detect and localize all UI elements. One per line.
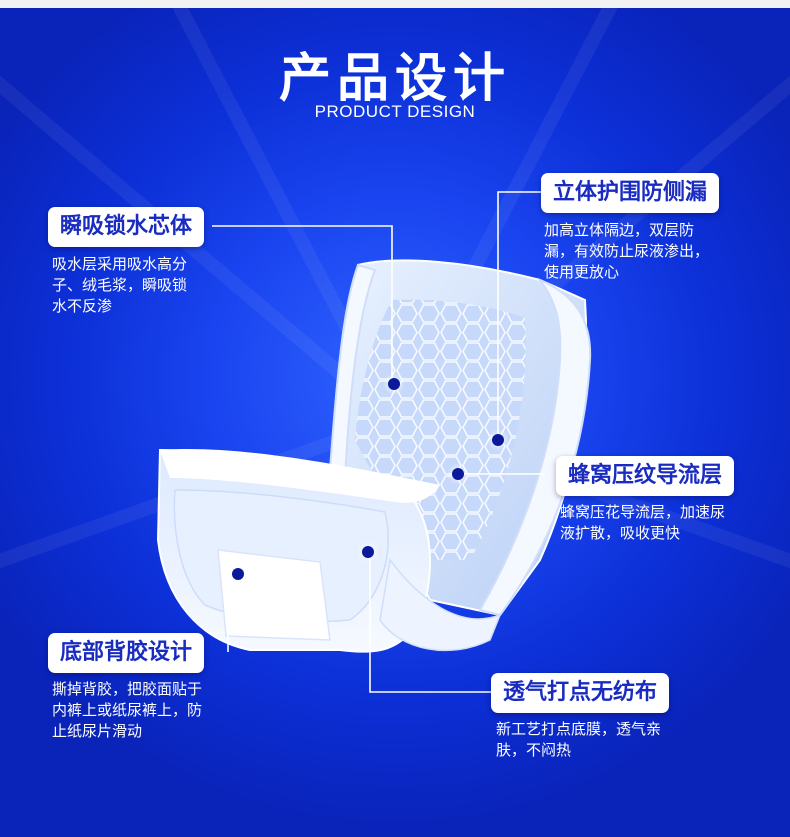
feature-label-side-guard: 立体护围防侧漏 — [541, 173, 720, 213]
page-subtitle: PRODUCT DESIGN — [314, 102, 476, 121]
top-strip — [0, 0, 790, 8]
feature-label-adhesive: 底部背胶设计 — [48, 633, 205, 673]
feature-desc-breathable: 新工艺打点底膜，透气亲 肤，不闷热 — [496, 720, 662, 759]
feature-label-honeycomb: 蜂窝压纹导流层 — [556, 456, 735, 496]
feature-desc-core: 吸水层采用吸水高分 子、绒毛浆，瞬吸锁 水不反渗 — [52, 255, 188, 315]
feature-desc-side-guard: 加高立体隔边，双层防 漏，有效防止尿液渗出， 使用更放心 — [544, 221, 710, 281]
feature-desc-adhesive: 撕掉背胶，把胶面贴于 内裤上或纸尿裤上，防 止纸尿片滑动 — [52, 680, 203, 740]
page-title: 产品设计 — [278, 49, 511, 109]
feature-desc-honeycomb: 蜂窝压花导流层，加速尿 液扩散，吸收更快 — [560, 503, 726, 542]
callout-dots — [227, 373, 509, 585]
feature-label-core: 瞬吸锁水芯体 — [48, 207, 205, 247]
feature-label-breathable: 透气打点无纺布 — [491, 673, 670, 713]
leader-lines — [212, 191, 545, 693]
